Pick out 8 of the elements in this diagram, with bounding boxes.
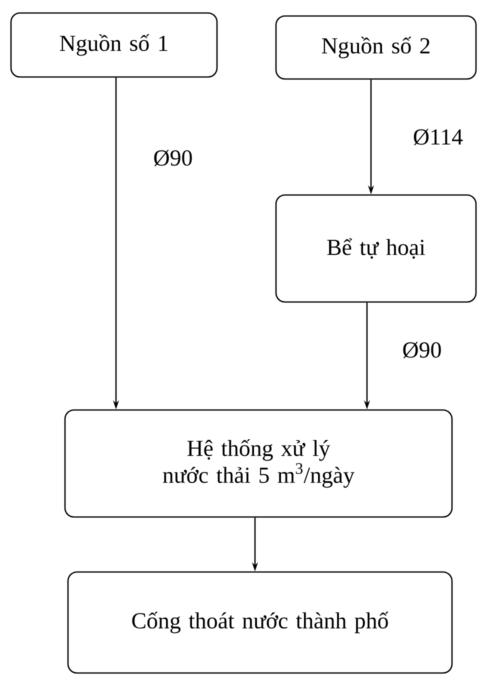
process-box: Cống thoát nước thành phố bbox=[67, 571, 453, 674]
edge-label: Ø114 bbox=[414, 128, 463, 146]
edge-label: Ø90 bbox=[403, 342, 441, 358]
edge-label: Ø90 bbox=[154, 150, 192, 166]
process-box: Nguồn số 1 bbox=[10, 12, 218, 78]
process-box: Nguồn số 2 bbox=[275, 15, 477, 80]
process-box: Hệ thống xử lý nước thải 5 m$^{3}$/ngày bbox=[64, 409, 453, 518]
process-box: Bể tự hoại bbox=[275, 194, 477, 303]
